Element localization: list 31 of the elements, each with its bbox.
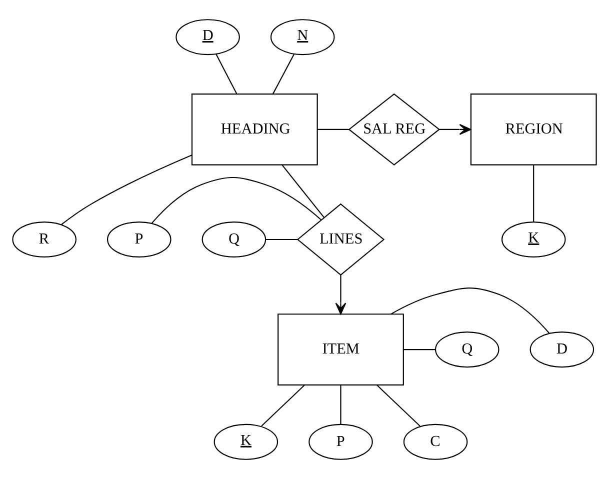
connector (390, 288, 550, 334)
node-diamond: SAL REG (348, 93, 440, 166)
arrow (439, 124, 472, 135)
node-box: ITEM (278, 314, 404, 386)
node-box: HEADING (191, 93, 318, 166)
node-ellipse: D (176, 19, 240, 56)
connector (340, 385, 342, 424)
node-ellipse: P (107, 221, 172, 258)
connector (317, 128, 349, 130)
connector (152, 176, 322, 224)
arrow (335, 275, 346, 315)
connector (216, 54, 238, 94)
node-ellipse: D (530, 332, 594, 368)
connector (61, 154, 192, 225)
node-ellipse: K (214, 424, 278, 460)
connector (282, 164, 324, 218)
connector (533, 164, 534, 222)
node-diamond: LINES (296, 203, 385, 276)
node-ellipse: N (270, 19, 335, 56)
node-box: REGION (470, 93, 597, 166)
node-ellipse: Q (202, 221, 266, 258)
connector (403, 349, 436, 350)
connector (272, 54, 294, 94)
node-ellipse: R (12, 221, 76, 258)
node-ellipse: Q (435, 332, 500, 368)
connector (376, 384, 420, 426)
connector (266, 238, 298, 240)
connector (261, 384, 305, 426)
node-ellipse: P (308, 424, 373, 460)
node-ellipse: K (501, 221, 566, 258)
node-ellipse: C (403, 424, 468, 460)
